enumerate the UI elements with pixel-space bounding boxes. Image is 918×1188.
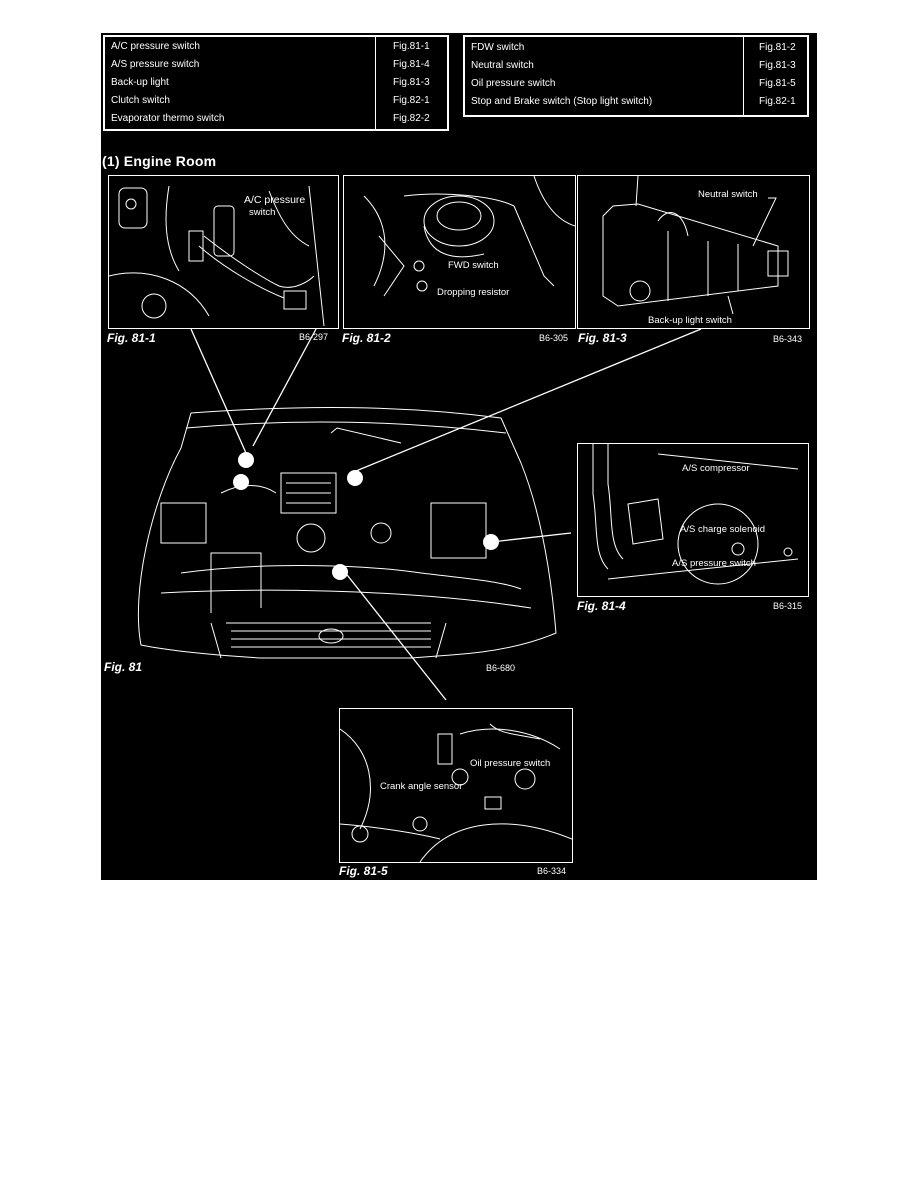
figure-81-3-code: B6-343	[773, 334, 803, 344]
figure-81-2-code: B6-305	[539, 333, 569, 343]
component-name: Clutch switch	[111, 95, 170, 106]
callout-backup-light-switch: Back-up light switch	[648, 315, 732, 326]
as-compressor-drawing	[592, 444, 799, 585]
oil-pressure-drawing	[340, 723, 572, 862]
figure-81-3-caption: Fig. 81-3	[578, 331, 627, 345]
figure-ref: Fig.82-1	[393, 95, 430, 106]
section-title: (1) Engine Room	[102, 153, 217, 169]
figure-81-4-caption: Fig. 81-4	[577, 599, 626, 613]
table-row: Clutch switch Fig.82-1	[105, 93, 447, 110]
component-name: Neutral switch	[471, 60, 534, 71]
figure-ref: Fig.81-4	[393, 59, 430, 70]
component-table-left: A/C pressure switch Fig.81-1 A/S pressur…	[103, 35, 449, 131]
callout-dropping-resistor: Dropping resistor	[437, 287, 510, 298]
figure-81-5-image: Oil pressure switch Crank angle sensor	[339, 708, 573, 863]
callout-neutral-switch: Neutral switch	[698, 189, 758, 200]
table-row: Stop and Brake switch (Stop light switch…	[465, 94, 807, 111]
component-name: A/S pressure switch	[111, 59, 200, 70]
table-row: Neutral switch Fig.81-3	[465, 58, 807, 75]
figure-81-caption: Fig. 81	[104, 660, 143, 674]
figure-81-1-image: A/C pressure switch	[108, 175, 339, 329]
figure-81-2-image: FWD switch Dropping resistor	[343, 175, 576, 329]
component-name: Back-up light	[111, 77, 169, 88]
transmission-drawing	[602, 176, 789, 315]
figure-81-5-caption: Fig. 81-5	[339, 864, 388, 878]
figure-ref: Fig.81-1	[393, 41, 430, 52]
table-row: FDW switch Fig.81-2	[465, 40, 807, 57]
figure-81-4-image: A/S compressor A/S charge solenoid A/S p…	[577, 443, 809, 597]
component-name: A/C pressure switch	[111, 41, 200, 52]
table-row: A/C pressure switch Fig.81-1	[105, 39, 447, 56]
table-row: A/S pressure switch Fig.81-4	[105, 57, 447, 74]
figure-ref: Fig.81-3	[393, 77, 430, 88]
component-name: Evaporator thermo switch	[111, 113, 225, 124]
callout-as-charge-solenoid: A/S charge solenoid	[680, 524, 766, 535]
figure-ref: Fig.82-2	[393, 113, 430, 124]
callout-as-pressure-switch: A/S pressure switch	[672, 558, 756, 569]
figure-ref: Fig.81-5	[759, 78, 796, 89]
figure-81-5-code: B6-334	[537, 866, 567, 876]
callout-ac-pressure: A/C pressure	[244, 194, 306, 206]
figure-ref: Fig.81-3	[759, 60, 796, 71]
component-table-right: FDW switch Fig.81-2 Neutral switch Fig.8…	[463, 35, 809, 117]
component-name: Oil pressure switch	[471, 78, 556, 89]
engine-detail-drawing	[109, 185, 325, 327]
callout-as-compressor: A/S compressor	[682, 463, 750, 474]
callout-ac-pressure-2: switch	[249, 207, 276, 218]
figure-81-3-image: Neutral switch Back-up light switch	[577, 175, 810, 329]
figure-81-1-caption: Fig. 81-1	[107, 331, 156, 345]
table-row: Evaporator thermo switch Fig.82-2	[105, 111, 447, 128]
diagram-page: A/C pressure switch Fig.81-1 A/S pressur…	[101, 33, 817, 880]
figure-81-code: B6-680	[486, 663, 516, 673]
fwd-switch-drawing	[363, 176, 575, 297]
figure-ref: Fig.82-1	[759, 96, 796, 107]
figure-81-2-caption: Fig. 81-2	[342, 331, 391, 345]
figure-81-4-code: B6-315	[773, 601, 803, 611]
table-row: Back-up light Fig.81-3	[105, 75, 447, 92]
table-divider	[743, 37, 744, 115]
component-name: FDW switch	[471, 42, 525, 53]
table-divider	[375, 37, 376, 129]
figure-ref: Fig.81-2	[759, 42, 796, 53]
table-row: Oil pressure switch Fig.81-5	[465, 76, 807, 93]
figure-81-1-code: B6-297	[299, 332, 329, 342]
component-name: Stop and Brake switch (Stop light switch…	[471, 96, 653, 107]
callout-crank-angle-sensor: Crank angle sensor	[380, 781, 463, 792]
callout-oil-pressure-switch: Oil pressure switch	[470, 758, 551, 769]
callout-fwd-switch: FWD switch	[448, 260, 499, 271]
